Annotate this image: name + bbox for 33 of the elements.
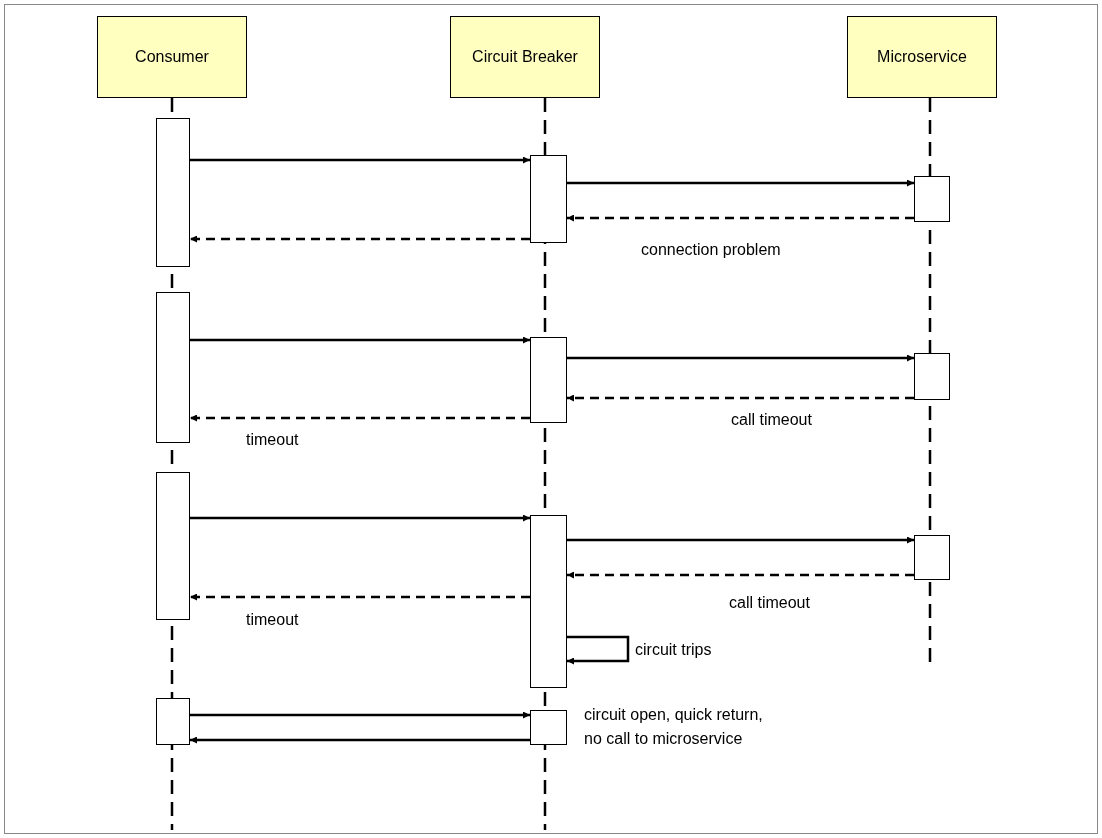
participant-box <box>97 16 247 98</box>
activation-bar <box>914 353 950 400</box>
message-arrow <box>190 414 530 422</box>
message-arrow <box>190 336 530 344</box>
note-text: circuit open, quick return, no call to microservice <box>584 705 764 749</box>
message-arrow <box>567 571 914 579</box>
activation-bar <box>156 292 190 443</box>
participant-box <box>450 16 600 98</box>
message-arrow <box>190 593 530 601</box>
activation-bar <box>914 535 950 580</box>
activation-bar <box>530 515 567 688</box>
participant-name: Circuit Breaker <box>472 47 578 67</box>
activation-bar <box>156 118 190 267</box>
activation-bar <box>530 710 567 745</box>
message-arrow <box>567 179 914 187</box>
message-arrow <box>190 235 530 243</box>
message-arrow <box>567 214 914 222</box>
activation-bar <box>156 698 190 745</box>
message-arrow <box>190 156 530 164</box>
message-arrow <box>567 354 914 362</box>
message-arrow <box>567 635 630 665</box>
message-arrow <box>190 711 530 719</box>
activation-bar <box>156 472 190 620</box>
activation-bar <box>530 337 567 423</box>
participant-name: Microservice <box>877 47 967 67</box>
activation-bar <box>530 155 567 243</box>
participant-box <box>847 16 997 98</box>
participant-name: Consumer <box>135 47 209 67</box>
message-arrow <box>190 514 530 522</box>
message-arrow <box>567 394 914 402</box>
message-arrow <box>567 536 914 544</box>
activation-bar <box>914 176 950 222</box>
message-arrow <box>190 736 530 744</box>
